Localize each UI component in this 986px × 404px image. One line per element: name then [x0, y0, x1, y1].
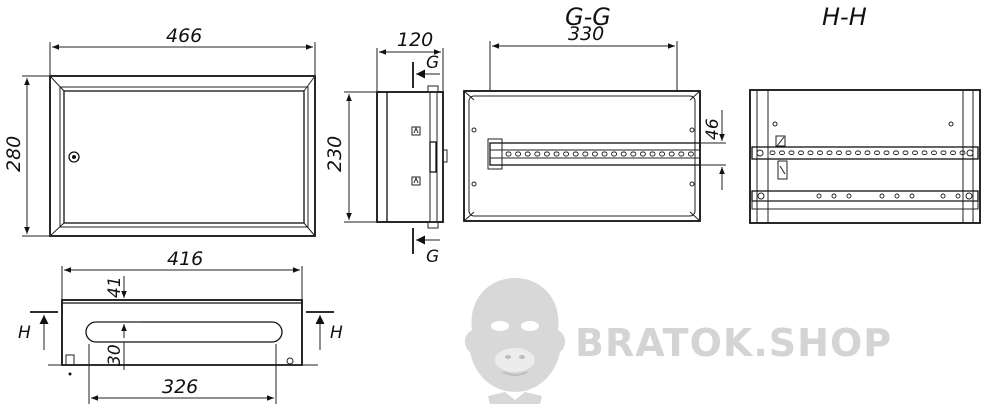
section-hh-body	[749, 89, 981, 224]
din-rail-hh-upper	[751, 146, 979, 160]
rail-slot	[505, 151, 512, 157]
rail-slot	[921, 150, 928, 155]
rail-slot	[807, 150, 814, 155]
rail-slot	[639, 151, 646, 157]
rail-hole	[955, 193, 961, 199]
rail-slot	[959, 150, 966, 155]
rail-slot	[940, 150, 947, 155]
rail-hole	[894, 193, 900, 199]
rail-slot	[893, 150, 899, 155]
rail-slot	[524, 151, 531, 157]
rail-slot	[678, 151, 685, 157]
rail-slot	[883, 150, 890, 155]
rail-slot	[553, 151, 560, 157]
rail-slot	[668, 151, 675, 157]
rail-slot	[620, 151, 627, 157]
svg-text:H: H	[18, 323, 31, 343]
rail-slot	[649, 151, 656, 157]
rail-slot	[845, 150, 852, 155]
watermark-text: BRATOK.SHOP	[575, 321, 892, 365]
top-slot-label: 30	[105, 344, 125, 366]
section-gg-title: G-G	[565, 3, 611, 31]
enclosure-frame	[49, 75, 316, 237]
rail-slot	[591, 151, 598, 157]
rail-slot	[779, 150, 785, 155]
rail-hole	[909, 193, 915, 199]
side-depth-label: 120	[397, 29, 433, 51]
svg-text:H: H	[330, 323, 343, 343]
front-view: 466 280	[3, 25, 316, 237]
rail-slot	[950, 150, 956, 155]
svg-text:G: G	[426, 53, 439, 73]
rail-slot	[687, 151, 694, 157]
rail-slot	[630, 151, 637, 157]
gorilla-head-logo	[464, 278, 566, 404]
section-gg: G-G 330 46	[463, 3, 726, 222]
rail-slot	[563, 151, 570, 157]
top-depth-label: 41	[105, 276, 125, 298]
section-gg-body	[463, 90, 701, 222]
rail-hole	[831, 193, 837, 199]
rail-slot	[515, 151, 522, 157]
watermark: BRATOK.SHOP	[464, 278, 892, 404]
rail-slot	[572, 151, 579, 157]
rail-slot	[855, 150, 861, 155]
rail-slot	[912, 150, 918, 155]
svg-text:G: G	[426, 247, 439, 267]
top-width-label: 416	[167, 248, 203, 270]
section-mark-g-bottom: G	[412, 228, 440, 267]
hinge-bottom	[411, 176, 421, 186]
rail-hole	[940, 193, 946, 199]
rail-slot	[836, 150, 842, 155]
hinge-top	[411, 126, 421, 136]
door-lock	[68, 151, 80, 163]
rail-slot	[611, 151, 618, 157]
rail-slot	[543, 151, 550, 157]
side-height-label: 230	[324, 136, 346, 172]
rail-slot	[582, 151, 589, 157]
side-view: 120 230 G G	[324, 29, 448, 267]
rail-hole	[879, 193, 885, 199]
din-rail-gg	[487, 138, 701, 170]
gg-rail-label: 46	[703, 118, 723, 140]
rail-slot	[534, 151, 541, 157]
section-mark-h-left: H	[18, 311, 58, 350]
top-slot-width-label: 326	[162, 376, 198, 398]
front-height-label: 280	[3, 136, 25, 172]
rail-slot	[864, 150, 871, 155]
enclosure-door	[63, 90, 305, 224]
cable-entry-slot	[85, 321, 283, 343]
rail-slot	[788, 150, 795, 155]
top-body	[61, 299, 303, 366]
section-mark-g-top: G	[412, 53, 440, 88]
rail-hole	[846, 193, 852, 199]
rail-slot	[931, 150, 937, 155]
rail-slot	[798, 150, 804, 155]
rail-slot	[826, 150, 833, 155]
rail-slot	[769, 150, 776, 155]
rail-slot	[902, 150, 909, 155]
rail-slot	[601, 151, 608, 157]
din-rail-hh-lower	[751, 190, 979, 210]
section-hh-title: H-H	[822, 3, 867, 31]
rail-slot	[817, 150, 823, 155]
section-hh: H-H	[749, 3, 981, 224]
top-view: 416 41 30 326 H H	[18, 248, 343, 404]
front-width-label: 466	[166, 25, 202, 47]
gg-width-label: 330	[568, 23, 604, 45]
rail-slot	[874, 150, 880, 155]
rail-slot	[659, 151, 666, 157]
rail-hole	[816, 193, 822, 199]
section-mark-h-right: H	[306, 311, 343, 350]
